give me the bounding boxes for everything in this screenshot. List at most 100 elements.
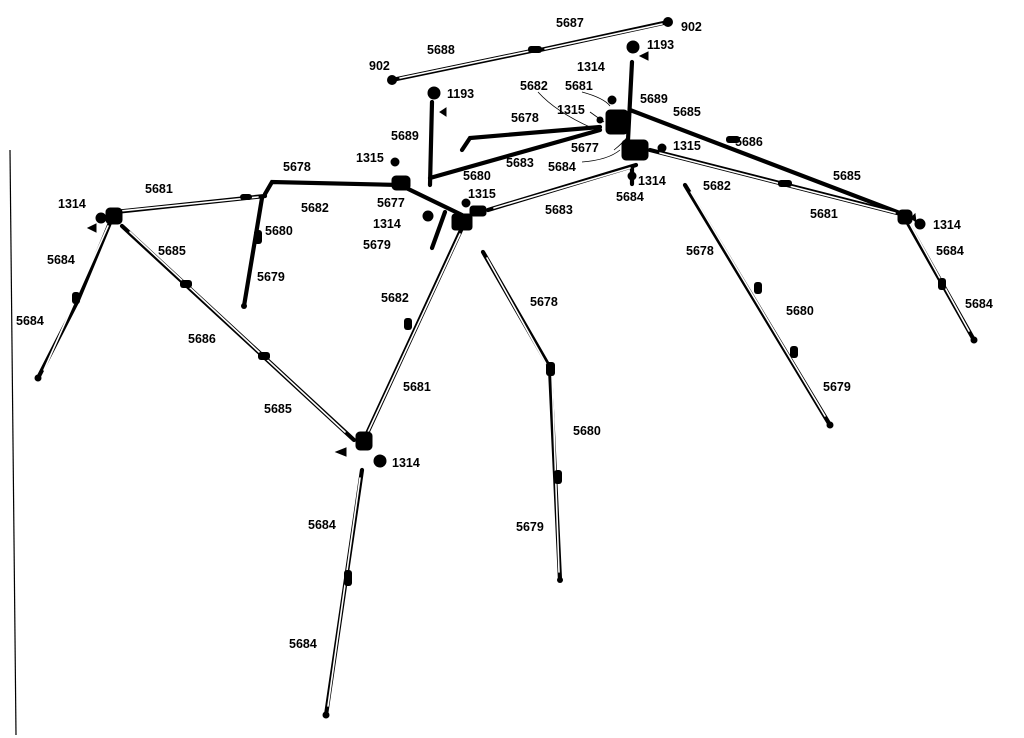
front-corner-hub <box>355 431 373 451</box>
wing-nut-1314 <box>627 171 637 181</box>
label-5684: 5684 <box>965 297 993 311</box>
end-cap <box>241 303 247 309</box>
left-center-hub <box>391 175 411 191</box>
coupler <box>240 194 252 200</box>
label-5684: 5684 <box>548 160 576 174</box>
coupler <box>180 280 192 288</box>
tube-5689-left <box>427 99 435 188</box>
label-5679: 5679 <box>823 380 851 394</box>
label-5677: 5677 <box>571 141 599 155</box>
label-1315: 1315 <box>673 139 701 153</box>
rear-hub <box>605 109 629 135</box>
leader-lines <box>537 91 629 163</box>
tube-5682-left <box>397 182 465 218</box>
label-5682: 5682 <box>301 201 329 215</box>
tube-5683-top <box>427 127 603 181</box>
wing-nut-1314 <box>607 95 617 105</box>
label-902: 902 <box>681 20 702 34</box>
label-1315: 1315 <box>468 187 496 201</box>
label-5677: 5677 <box>377 196 405 210</box>
leader-line <box>581 149 621 163</box>
label-5683: 5683 <box>506 156 534 170</box>
tube-5680-left <box>241 195 265 309</box>
leader-line <box>581 91 611 107</box>
label-5682: 5682 <box>381 291 409 305</box>
coupler <box>546 362 555 376</box>
knob-1193-mid <box>427 86 441 100</box>
label-1315: 1315 <box>356 151 384 165</box>
tube-5689-right <box>625 59 635 143</box>
leader-line <box>613 135 629 151</box>
label-5678: 5678 <box>283 160 311 174</box>
rear-hub-lower <box>621 139 649 161</box>
label-5680: 5680 <box>265 224 293 238</box>
label-5685: 5685 <box>264 402 292 416</box>
tube-highlights <box>43 23 970 707</box>
label-1314: 1314 <box>373 217 401 231</box>
bolt-1315 <box>657 143 667 153</box>
label-5681: 5681 <box>403 380 431 394</box>
label-1314: 1314 <box>638 174 666 188</box>
end-cap <box>970 336 978 344</box>
label-5684: 5684 <box>308 518 336 532</box>
label-5684: 5684 <box>616 190 644 204</box>
end-cap <box>826 421 834 429</box>
coupler <box>258 352 270 360</box>
label-5685: 5685 <box>833 169 861 183</box>
label-1314: 1314 <box>577 60 605 74</box>
wing-nut-1314 <box>422 210 434 222</box>
bolt-1315 <box>461 198 471 208</box>
label-5689: 5689 <box>391 129 419 143</box>
coupler <box>72 292 80 304</box>
left-corner-hub <box>105 207 123 225</box>
end-cap <box>34 374 42 382</box>
knob-1193-top <box>626 40 640 54</box>
wing-nut-1314 <box>95 212 107 224</box>
end-cap <box>322 711 330 719</box>
label-5689: 5689 <box>640 92 668 106</box>
right-corner-hub <box>897 209 913 225</box>
label-5682: 5682 <box>520 79 548 93</box>
label-5687: 5687 <box>556 16 584 30</box>
wing-nut-1314 <box>914 218 926 230</box>
tube-5685-right-upper <box>627 107 908 218</box>
label-902: 902 <box>369 59 390 73</box>
coupler <box>938 278 946 290</box>
tube-5678-top <box>459 124 603 153</box>
pin <box>334 447 347 457</box>
coupler <box>754 282 762 294</box>
label-5679: 5679 <box>257 270 285 284</box>
joints <box>34 17 978 719</box>
label-5684: 5684 <box>47 253 75 267</box>
pin <box>910 212 917 224</box>
pin <box>439 107 447 117</box>
coupler <box>554 470 562 484</box>
label-5679: 5679 <box>363 238 391 252</box>
label-1314: 1314 <box>392 456 420 470</box>
label-5681: 5681 <box>810 207 838 221</box>
coupler <box>726 136 740 143</box>
frame-tubes <box>35 19 977 718</box>
label-5680: 5680 <box>786 304 814 318</box>
label-5683: 5683 <box>545 203 573 217</box>
end-cap <box>387 75 397 85</box>
label-1193: 1193 <box>647 38 674 52</box>
label-5679: 5679 <box>516 520 544 534</box>
center-hub <box>451 213 473 231</box>
pin <box>86 223 97 233</box>
label-5684: 5684 <box>16 314 44 328</box>
coupler <box>344 570 352 586</box>
label-5678: 5678 <box>686 244 714 258</box>
label-5685: 5685 <box>673 105 701 119</box>
end-cap <box>557 577 563 583</box>
leader-line <box>589 111 605 123</box>
wing-nut-1314 <box>373 454 387 468</box>
label-5680: 5680 <box>463 169 491 183</box>
label-5682: 5682 <box>703 179 731 193</box>
label-1315: 1315 <box>557 103 585 117</box>
label-5684: 5684 <box>289 637 317 651</box>
coupler <box>254 230 262 244</box>
label-1314: 1314 <box>933 218 961 232</box>
label-5688: 5688 <box>427 43 455 57</box>
